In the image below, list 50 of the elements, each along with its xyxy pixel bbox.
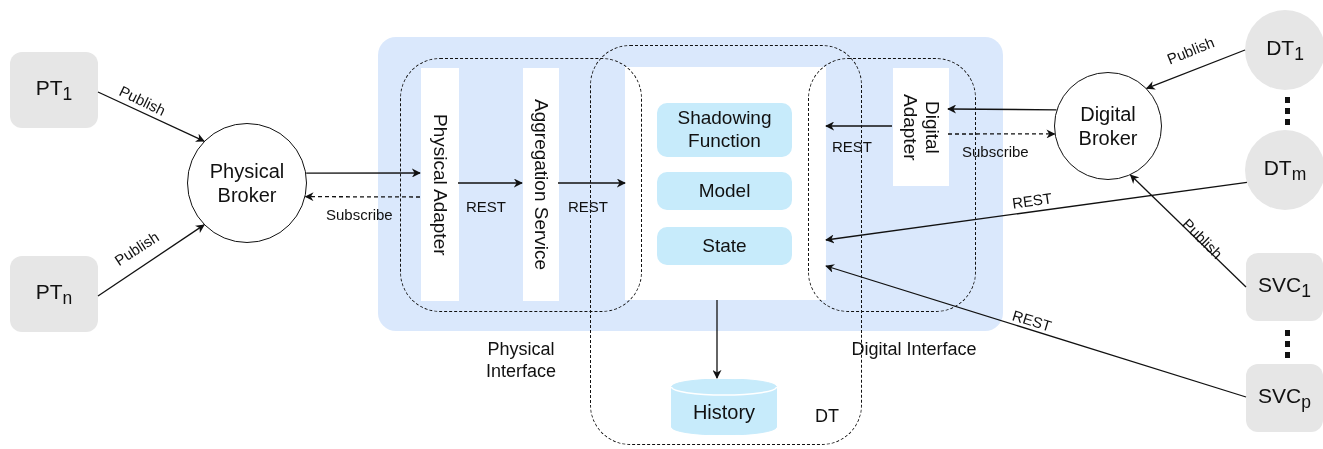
node-label: DT$_{1}$ bbox=[1266, 34, 1304, 66]
adapter-bar bbox=[893, 68, 949, 186]
edge-label: Subscribe bbox=[962, 143, 1029, 160]
node-label: Physical Adapter bbox=[429, 113, 451, 256]
node-label: Digital Adapter bbox=[899, 92, 943, 163]
arrow bbox=[712, 299, 722, 379]
arrow bbox=[825, 181, 1248, 244]
node-label: DT bbox=[815, 406, 839, 428]
node-label: Physical Broker bbox=[208, 159, 286, 207]
node-label: DT$_{m}$ bbox=[1263, 154, 1307, 186]
process-box bbox=[1246, 253, 1323, 321]
adapter-bar bbox=[523, 68, 559, 301]
arrow bbox=[457, 178, 523, 188]
edge-label: REST bbox=[1010, 306, 1054, 335]
component-box bbox=[657, 227, 792, 265]
node-label: Digital Broker bbox=[1077, 102, 1139, 150]
dashed-arrow bbox=[304, 192, 421, 202]
process-box bbox=[1246, 364, 1323, 432]
dashed-arrow bbox=[947, 129, 1056, 139]
node-label: PT$_{n}$ bbox=[35, 278, 73, 310]
arrow bbox=[305, 168, 421, 178]
arrow bbox=[97, 91, 205, 142]
node-label: SVC$_{p}$ bbox=[1258, 382, 1311, 414]
component-box bbox=[657, 103, 792, 157]
arrow bbox=[825, 121, 893, 131]
process-box bbox=[10, 52, 98, 128]
edge-label: REST bbox=[568, 198, 608, 215]
node-label: Shadowing Function bbox=[676, 107, 773, 153]
node-label: History bbox=[692, 400, 756, 424]
arrow bbox=[825, 264, 1247, 398]
edge-label: REST bbox=[466, 198, 506, 215]
component-box bbox=[657, 172, 792, 210]
arrow bbox=[97, 224, 205, 297]
node-label: Aggregation Service bbox=[530, 98, 552, 271]
arrow bbox=[1145, 49, 1246, 90]
node-label: Digital Interface bbox=[850, 339, 978, 361]
process-box bbox=[10, 256, 98, 332]
edge-label: Subscribe bbox=[326, 206, 393, 223]
adapter-bar bbox=[421, 68, 459, 301]
node-label: PT$_{1}$ bbox=[35, 74, 73, 106]
edge-label: REST bbox=[1011, 189, 1053, 212]
node-label: Physical Interface bbox=[484, 339, 557, 383]
arrow bbox=[947, 104, 1058, 114]
database-cylinder bbox=[671, 379, 777, 435]
arrow bbox=[1129, 174, 1247, 288]
arrow bbox=[557, 178, 626, 188]
node-label: Model bbox=[698, 179, 751, 203]
edge-label: REST bbox=[832, 138, 872, 155]
node-label: State bbox=[702, 234, 747, 258]
node-label: SVC$_{1}$ bbox=[1258, 271, 1311, 303]
